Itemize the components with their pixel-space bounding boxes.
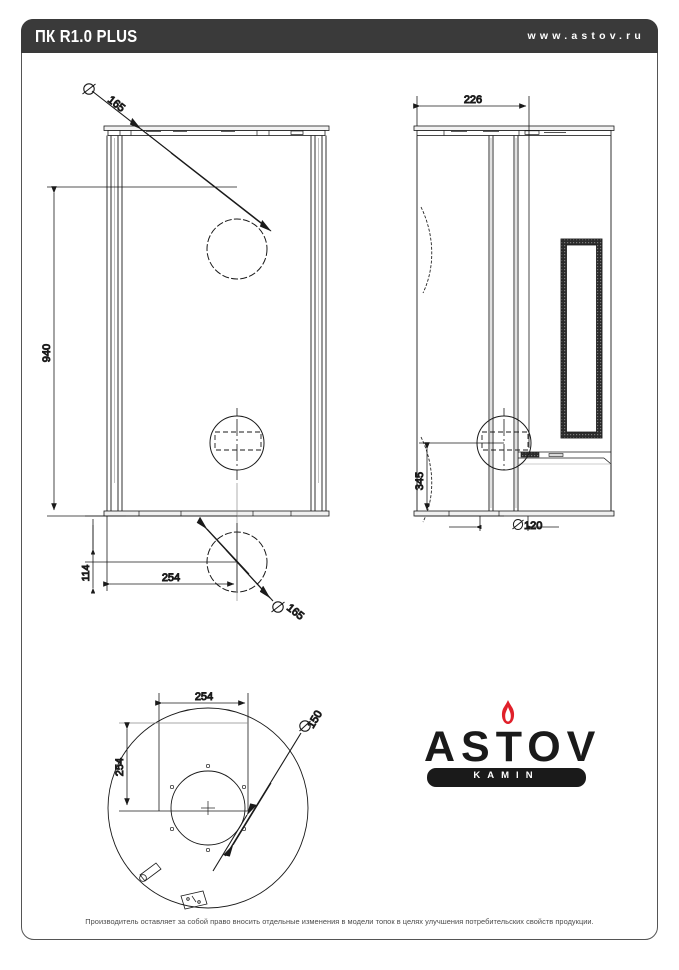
front-inner-panel-lines <box>114 138 319 483</box>
front-elevation-view: 940 114 254 <box>41 83 330 623</box>
plan-inner-circle <box>170 770 246 846</box>
dim-front-bottom-flue-label: 165 <box>284 602 306 623</box>
plan-view: 254 254 150 <box>107 691 326 910</box>
dim-plan-width-label: 254 <box>195 691 213 703</box>
side-door-glass <box>560 238 603 439</box>
flame-icon <box>498 700 518 728</box>
logo-bar <box>427 768 586 787</box>
leader-front-top-flue <box>82 83 272 232</box>
dim-plan-depth <box>119 722 248 812</box>
leader-plan-flue <box>212 720 311 872</box>
logo-wordmark: ASTOV <box>424 723 602 771</box>
side-arc-detail-upper <box>420 206 433 294</box>
header-bar: ПК R1.0 PLUS www.astov.ru <box>21 19 658 53</box>
drawing-svg: 940 114 254 <box>41 83 615 910</box>
dim-side-height-offset-label: 345 <box>414 472 426 490</box>
dim-plan-flue-label: 150 <box>305 709 325 731</box>
dim-front-top-flue-label: 165 <box>105 94 127 115</box>
dim-front-bottom-offset-label: 114 <box>80 564 92 581</box>
side-bottom-plate <box>413 510 615 517</box>
technical-drawing-canvas: 940 114 254 <box>21 53 658 913</box>
dim-side-flue-dia-symbol <box>512 519 524 530</box>
astov-logo: ASTOV KAMIN <box>424 700 602 790</box>
plan-outer-circle <box>107 707 309 909</box>
side-handle-detail <box>518 451 612 515</box>
side-elevation-view: 226 345 120 <box>413 94 615 533</box>
side-inner-lines <box>490 138 517 508</box>
dim-front-bottom-offset <box>85 515 237 594</box>
dim-side-flue-dia <box>449 516 559 531</box>
logo-subtitle: KAMIN <box>473 770 540 781</box>
page-title: ПК R1.0 PLUS <box>35 26 138 46</box>
front-top-plate <box>103 125 330 136</box>
side-top-plate <box>413 125 615 136</box>
dim-side-flue-dia-label: 120 <box>524 520 542 532</box>
dim-front-height <box>47 186 237 517</box>
dim-side-height-offset <box>415 442 504 517</box>
dim-side-depth-label: 226 <box>464 94 482 106</box>
front-bottom-plate <box>103 510 330 517</box>
dim-side-depth <box>413 96 530 448</box>
dim-front-width-offset-label: 254 <box>162 572 180 584</box>
plan-center-mark <box>201 801 215 815</box>
plan-bottom-tag <box>180 890 208 910</box>
dim-plan-depth-label: 254 <box>114 758 126 776</box>
side-flue-circle <box>476 408 532 471</box>
website-url: www.astov.ru <box>527 30 645 42</box>
front-body-outline <box>106 135 327 515</box>
disclaimer-text: Производитель оставляет за собой право в… <box>85 917 594 926</box>
dim-front-height-label: 940 <box>41 344 53 362</box>
plan-handle-stub <box>139 862 162 882</box>
front-top-flue-circle <box>206 218 268 280</box>
leader-front-bottom-flue <box>196 516 285 613</box>
dim-front-width-offset <box>103 516 238 591</box>
dim-plan-width <box>155 693 249 811</box>
front-middle-flue-circle <box>209 408 265 480</box>
